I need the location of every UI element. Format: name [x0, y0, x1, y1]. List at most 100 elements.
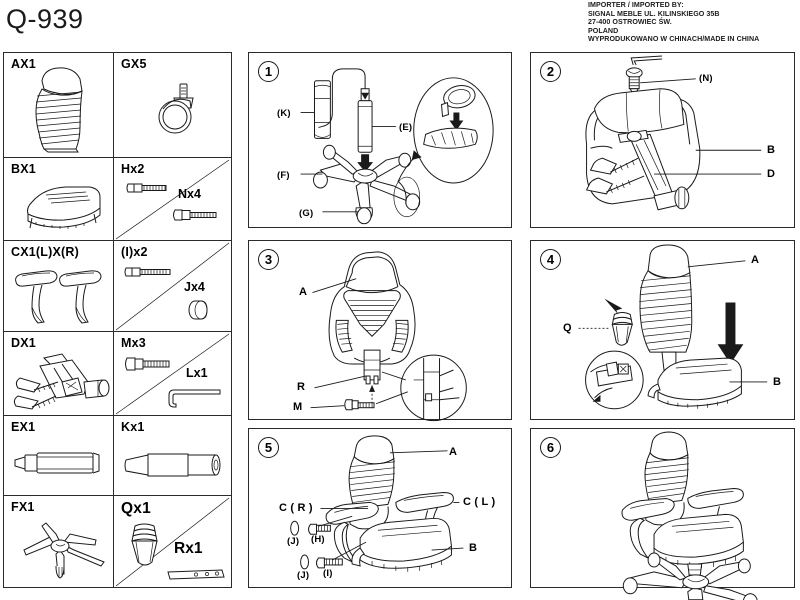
hardware-upper [290, 520, 331, 536]
part-cell-hx2-nx4: Hx2 Nx4 [114, 158, 231, 240]
part-b-seat [351, 517, 452, 572]
part-label-secondary: Nx4 [178, 187, 201, 201]
callout-b: B [469, 542, 478, 554]
importer-line-0: IMPORTER / IMPORTED BY: [588, 1, 684, 9]
part-a-backrest [328, 251, 416, 385]
part-cell-ax1: AX1 [4, 53, 114, 157]
armrest-pair-icon [15, 270, 102, 324]
callout-h: (H) [311, 534, 325, 545]
callout-i: (I) [323, 568, 333, 579]
cover-tube-icon [124, 453, 221, 477]
part-label: CX1(L)X(R) [11, 245, 79, 259]
importer-line-4: WYPRODUKOWANO W CHINACH/MADE IN CHINA [588, 35, 760, 44]
part-label: Kx1 [121, 420, 145, 434]
part-cell-fx1: FX1 [4, 496, 114, 588]
callout-m: M [293, 401, 303, 413]
callout-j-upper: (J) [287, 536, 300, 547]
step-number-badge: 6 [540, 437, 561, 458]
step-4-illustration [578, 244, 768, 410]
parts-row: EX1 Kx1 [4, 416, 231, 496]
backrest-icon [35, 67, 83, 153]
callout-g: (G) [299, 208, 314, 219]
step-panel-3: 3 [248, 240, 512, 422]
part-label: (I)x2 [121, 245, 148, 259]
caster-icon [158, 83, 194, 134]
step-number-badge: 4 [540, 249, 561, 270]
step-number-badge: 2 [540, 61, 561, 82]
callout-a: A [751, 254, 760, 266]
callout-n: (N) [699, 73, 713, 84]
bolt-med-icon [125, 357, 170, 371]
parts-row: FX1 Qx1 [4, 496, 231, 588]
step-number-badge: 3 [258, 249, 279, 270]
step-panel-2: 2 [530, 52, 795, 228]
part-label-secondary: Rx1 [174, 540, 203, 557]
part-cell-gx5: GX5 [114, 53, 231, 157]
callout-e: (E) [399, 122, 413, 133]
callout-b: B [767, 144, 776, 156]
parts-row: DX1 [4, 332, 231, 416]
step-panel-5: 5 [248, 428, 512, 588]
part-label: GX5 [121, 57, 147, 71]
callout-q: Q [563, 322, 572, 334]
parts-row: BX1 Hx2 [4, 158, 231, 241]
part-cell-qx1-rx1: Qx1 Rx1 [114, 496, 231, 588]
callout-c-left: C ( L ) [463, 496, 496, 508]
importer-line-2: 27-400 OSTROWIEC ŚW. [588, 18, 672, 27]
part-cell-dx1: DX1 [4, 332, 114, 415]
part-f-base [313, 144, 421, 225]
part-m-bolt [344, 399, 375, 411]
washer-icon [188, 300, 208, 320]
part-cell-bx1: BX1 [4, 158, 114, 240]
part-label: Mx3 [121, 336, 146, 350]
base-star-icon [23, 522, 105, 579]
importer-info: IMPORTER / IMPORTED BY: SIGNAL MEBLE UL.… [588, 1, 759, 44]
callout-d: D [767, 168, 776, 180]
callout-j-lower: (J) [297, 570, 310, 581]
part-label: EX1 [11, 420, 36, 434]
part-label: Hx2 [121, 162, 145, 176]
part-a-backrest [348, 435, 395, 530]
hardware-lower [300, 554, 343, 570]
part-cell-ex1: EX1 [4, 416, 114, 495]
callout-a: A [299, 286, 308, 298]
parts-row: CX1(L)X(R) [4, 241, 231, 332]
bolt-short-icon [126, 183, 167, 193]
part-b-seat-shell [585, 88, 701, 211]
part-label-secondary: Jx4 [184, 280, 205, 294]
importer-line-1: SIGNAL MEBLE UL. KILINSKIEGO 35B [588, 9, 720, 18]
step-panel-6: 6 [530, 428, 795, 600]
step-6-illustration [621, 431, 758, 600]
part-e-gas-lift [318, 68, 373, 153]
part-cell-kx1: Kx1 [114, 416, 231, 495]
cone-cap-icon [131, 523, 158, 566]
part-a-backrest [639, 244, 693, 371]
step-2-illustration [585, 55, 762, 211]
seat-icon [27, 186, 101, 229]
part-b-seat [647, 357, 742, 409]
part-cell-cx1: CX1(L)X(R) [4, 241, 114, 331]
callout-f: (F) [277, 170, 290, 181]
bolt-short-icon [173, 209, 217, 221]
part-label: Qx1 [121, 500, 151, 517]
step-number-badge: 1 [258, 61, 279, 82]
importer-line-3: POLAND [588, 26, 619, 35]
part-label: BX1 [11, 162, 36, 176]
part-cell-ix2-jx4: (I)x2 Jx4 [114, 241, 231, 331]
part-label: AX1 [11, 57, 36, 71]
step-3-illustration [310, 251, 467, 422]
callout-c-right: C ( R ) [279, 502, 313, 514]
callout-k: (K) [277, 108, 291, 119]
bolt-long-icon [124, 267, 171, 277]
step-panel-4: 4 [530, 240, 795, 420]
part-q-cone-cap [611, 311, 633, 346]
parts-row: AX1 GX5 [4, 53, 231, 158]
page-title: Q-939 [6, 4, 84, 34]
assembled-chair [621, 431, 758, 600]
step-panel-1: 1 [248, 52, 512, 228]
callout-a: A [449, 446, 458, 458]
part-label: FX1 [11, 500, 35, 514]
step-1-illustration [300, 68, 494, 225]
allen-key-icon [168, 389, 221, 408]
